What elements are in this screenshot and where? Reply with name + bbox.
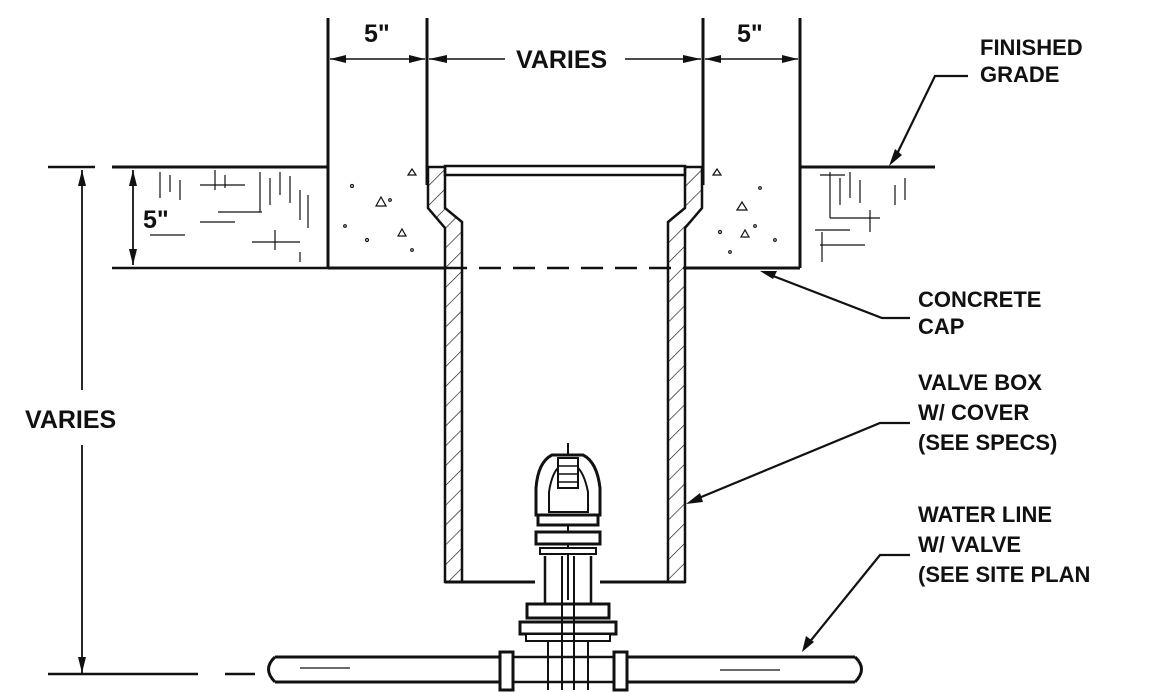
earth-hatching-left bbox=[150, 170, 309, 262]
finished-grade-label-2: GRADE bbox=[980, 62, 1059, 87]
earth-hatching-right bbox=[815, 172, 906, 262]
gate-valve bbox=[518, 443, 618, 690]
total-depth-dimension bbox=[48, 170, 255, 676]
total-depth-label: VARIES bbox=[25, 406, 116, 434]
valve-box-label-3: (SEE SPECS) bbox=[918, 430, 1057, 455]
water-line-pipe bbox=[267, 650, 863, 692]
center-width-label: VARIES bbox=[516, 46, 607, 74]
left-width-label: 5" bbox=[364, 20, 390, 48]
right-width-label: 5" bbox=[737, 20, 763, 48]
concrete-cap bbox=[112, 167, 802, 270]
water-line-label-1: WATER LINE bbox=[918, 502, 1052, 527]
valve-box bbox=[426, 164, 704, 584]
concrete-cap-label-1: CONCRETE bbox=[918, 287, 1041, 312]
valve-box-label-1: VALVE BOX bbox=[918, 370, 1042, 395]
finished-grade-label-1: FINISHED bbox=[980, 35, 1083, 60]
finished-grade-leader bbox=[889, 74, 968, 166]
valve-box-leader bbox=[686, 421, 910, 504]
valve-box-label-2: W/ COVER bbox=[918, 400, 1029, 425]
water-line-leader bbox=[802, 553, 910, 652]
cap-depth-dimension bbox=[129, 170, 137, 265]
concrete-cap-label-2: CAP bbox=[918, 314, 964, 339]
water-line-label-2: W/ VALVE bbox=[918, 532, 1021, 557]
cap-depth-label: 5" bbox=[143, 206, 169, 234]
concrete-cap-leader bbox=[760, 271, 910, 320]
concrete-aggregate-marks bbox=[343, 167, 777, 254]
top-dimension-lines bbox=[326, 18, 802, 185]
water-line-label-3: (SEE SITE PLAN bbox=[918, 562, 1090, 587]
